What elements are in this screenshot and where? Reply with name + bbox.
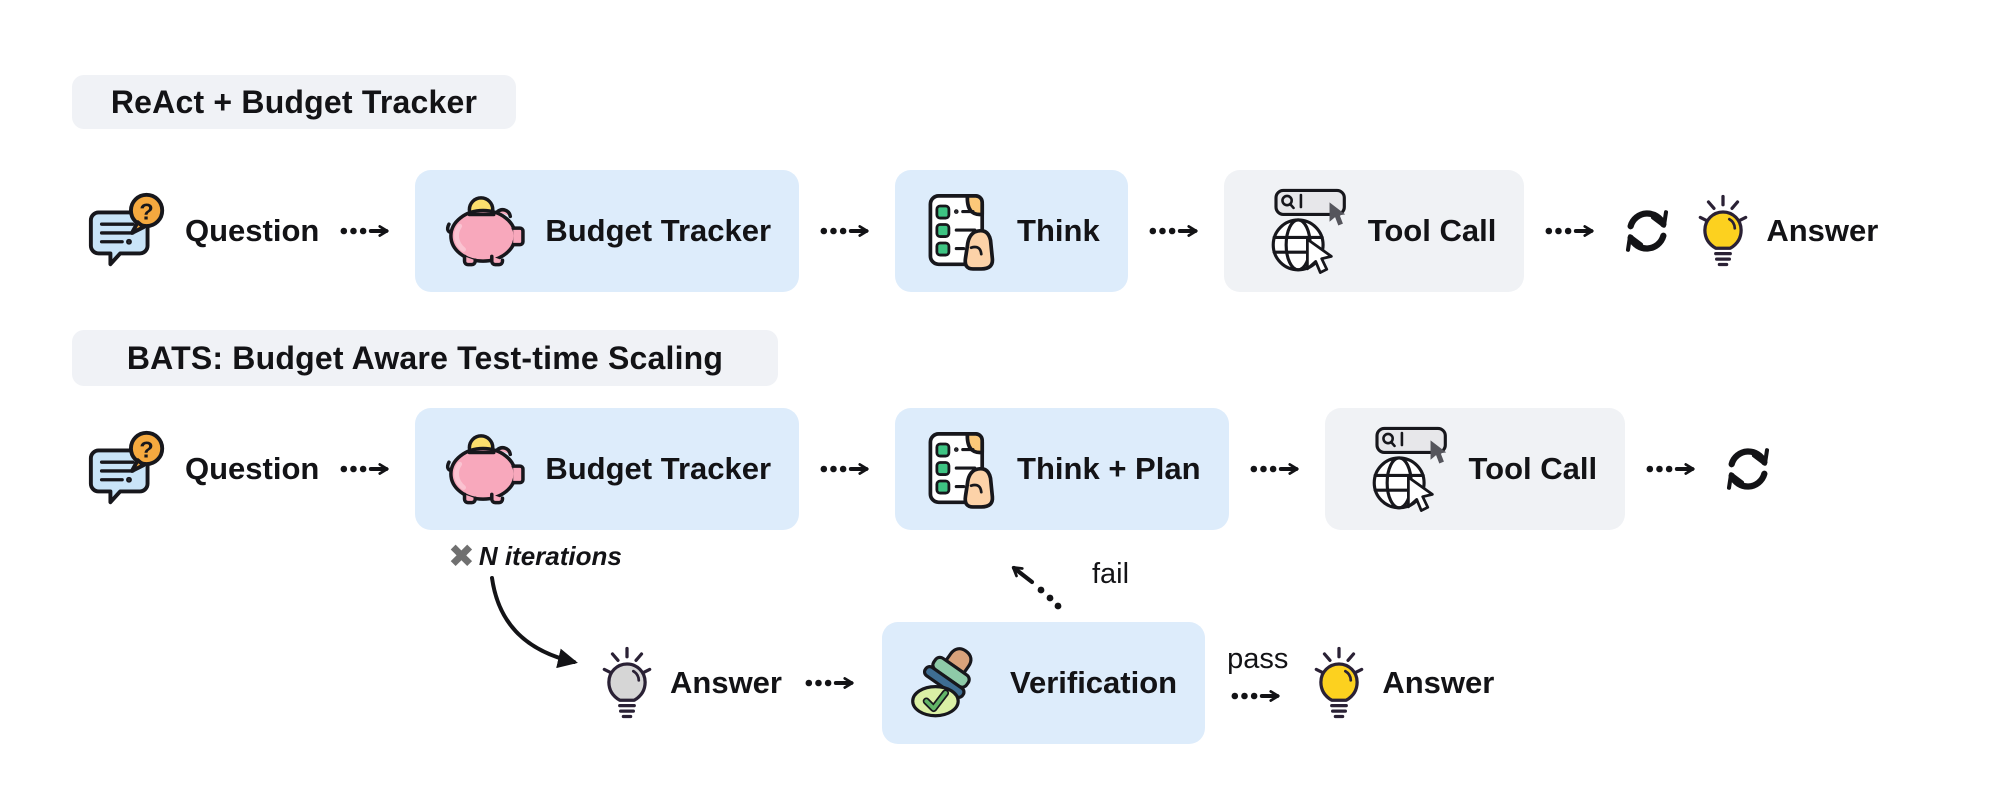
dotted-arrow-icon bbox=[1230, 684, 1286, 708]
times-x-icon: ✖ bbox=[448, 538, 475, 574]
fail-branch: fail bbox=[1000, 556, 1129, 614]
checklist-hand-icon bbox=[923, 190, 997, 272]
draft-answer-label: Answer bbox=[670, 665, 782, 700]
stamp-check-icon bbox=[910, 643, 990, 723]
checklist-hand-icon bbox=[923, 428, 997, 510]
question-label: Question bbox=[185, 451, 320, 486]
piggy-bank-icon bbox=[443, 194, 525, 268]
tool-call-label: Tool Call bbox=[1468, 451, 1598, 486]
answer-node-1: Answer bbox=[1694, 192, 1878, 270]
question-node-1: Question bbox=[85, 190, 319, 272]
piggy-bank-icon bbox=[443, 432, 525, 506]
pass-branch: pass bbox=[1227, 643, 1288, 708]
budget-tracker-label: Budget Tracker bbox=[545, 213, 772, 248]
lightbulb-gray-icon bbox=[598, 644, 656, 722]
budget-tracker-node-1: Budget Tracker bbox=[415, 170, 800, 292]
question-node-2: Question bbox=[85, 428, 319, 510]
refresh-loop-icon bbox=[1620, 206, 1674, 256]
verification-flow-row: Answer Verification pass Answer bbox=[598, 622, 1494, 744]
bats-flow-row: Question Budget Tracker Think + Plan Too… bbox=[85, 408, 1775, 530]
web-search-cursor-icon bbox=[1353, 425, 1449, 513]
draft-answer-node: Answer bbox=[598, 644, 782, 722]
dotted-arrow-icon bbox=[804, 671, 860, 695]
dotted-arrow-icon bbox=[1544, 219, 1600, 243]
n-iterations-annotation: ✖ N iterations bbox=[448, 540, 622, 572]
chat-question-icon bbox=[85, 190, 171, 272]
lightbulb-yellow-icon bbox=[1310, 644, 1368, 722]
web-search-cursor-icon bbox=[1252, 187, 1348, 275]
think-node: Think bbox=[895, 170, 1128, 292]
fail-label: fail bbox=[1092, 558, 1130, 590]
fail-dotted-arrow-icon bbox=[1011, 565, 1062, 610]
dotted-arrow-icon bbox=[339, 219, 395, 243]
think-label: Think bbox=[1017, 213, 1100, 248]
think-plan-label: Think + Plan bbox=[1017, 451, 1201, 486]
dotted-arrow-icon bbox=[819, 457, 875, 481]
final-answer-node: Answer bbox=[1310, 644, 1494, 722]
verification-node: Verification bbox=[881, 622, 1206, 744]
pass-label: pass bbox=[1227, 642, 1289, 675]
question-label: Question bbox=[185, 213, 320, 248]
curved-arrow-icon bbox=[490, 576, 578, 669]
budget-tracker-node-2: Budget Tracker bbox=[415, 408, 800, 530]
budget-tracker-label: Budget Tracker bbox=[545, 451, 772, 486]
tool-call-node-1: Tool Call bbox=[1223, 170, 1525, 292]
final-answer-label: Answer bbox=[1382, 665, 1495, 700]
lightbulb-yellow-icon bbox=[1694, 192, 1752, 270]
dotted-arrow-icon bbox=[1249, 457, 1305, 481]
dotted-arrow-icon bbox=[1148, 219, 1204, 243]
section1-title: ReAct + Budget Tracker bbox=[72, 75, 516, 129]
think-plan-node: Think + Plan bbox=[895, 408, 1229, 530]
refresh-loop-icon bbox=[1721, 444, 1775, 494]
dotted-arrow-icon bbox=[819, 219, 875, 243]
tool-call-node-2: Tool Call bbox=[1324, 408, 1626, 530]
answer-label: Answer bbox=[1766, 213, 1879, 248]
tool-call-label: Tool Call bbox=[1367, 213, 1497, 248]
verification-label: Verification bbox=[1009, 665, 1178, 700]
react-flow-row: Question Budget Tracker Think Tool Call … bbox=[85, 170, 1878, 292]
dotted-arrow-icon bbox=[339, 457, 395, 481]
chat-question-icon bbox=[85, 428, 171, 510]
section2-title: BATS: Budget Aware Test-time Scaling bbox=[72, 330, 778, 386]
n-iterations-label: N iterations bbox=[478, 540, 622, 571]
dotted-arrow-icon bbox=[1645, 457, 1701, 481]
